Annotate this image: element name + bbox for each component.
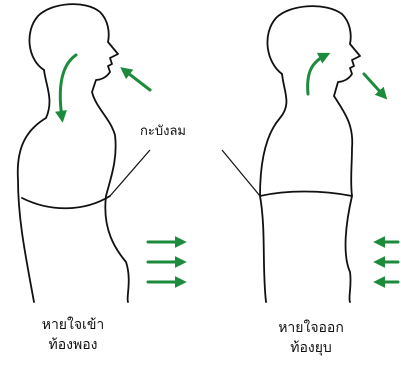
exhale-figure [260, 6, 360, 302]
inhale-abdomen-arrows [148, 242, 182, 282]
exhale-head-outline [267, 6, 360, 302]
exhale-throat-arrow [308, 55, 326, 94]
inhale-back-outline [18, 70, 50, 302]
exhale-caption-line1: หายใจออก [256, 318, 366, 338]
inhale-caption-line1: หายใจเข้า [18, 315, 128, 335]
inhale-head-outline [29, 4, 128, 302]
inhale-throat-arrow [60, 55, 76, 118]
exhale-caption-line2: ท้องยุบ [256, 338, 366, 358]
inhale-diaphragm [22, 196, 110, 208]
exhale-back-outline [260, 74, 286, 302]
exhale-abdomen-arrows [378, 242, 398, 282]
inhale-caption: หายใจเข้า ท้องพอง [18, 315, 128, 355]
exhale-nose-arrow [364, 74, 384, 96]
exhale-caption: หายใจออก ท้องยุบ [256, 318, 366, 358]
diaphragm-label: กะบังลม [140, 120, 186, 141]
inhale-caption-line2: ท้องพอง [18, 335, 128, 355]
diaphragm-pointers [110, 150, 260, 196]
pointer-to-inhale-diaphragm [110, 150, 150, 196]
inhale-nose-arrow [124, 70, 150, 90]
pointer-to-exhale-diaphragm [222, 150, 260, 196]
exhale-diaphragm [260, 192, 352, 197]
inhale-figure [18, 4, 129, 302]
airflow-arrows [60, 55, 384, 118]
